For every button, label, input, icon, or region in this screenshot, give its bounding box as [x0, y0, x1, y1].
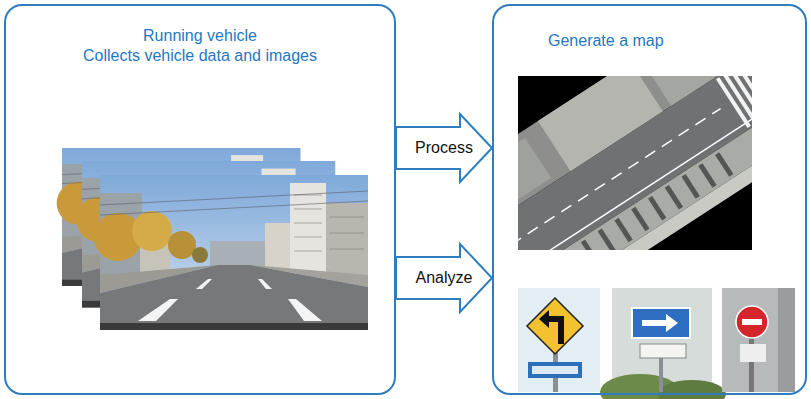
arrow-label: Analyze: [414, 268, 475, 288]
warning-sign-photo: [518, 288, 600, 392]
box-title: Generate a map: [548, 31, 664, 51]
group-box: Running vehicleCollects vehicle data and…: [4, 4, 396, 395]
block-arrow: [396, 244, 492, 312]
one-way-sign-photo: [600, 288, 726, 399]
box-title: Collects vehicle data and images: [83, 46, 317, 66]
block-arrow: [396, 114, 492, 182]
generated-map: [518, 76, 752, 250]
arrow-label: Process: [413, 138, 475, 158]
group-box: Generate a map: [492, 4, 807, 395]
box-title: Running vehicle: [143, 26, 257, 46]
camera-images: [57, 148, 368, 330]
no-entry-sign-photo: [722, 288, 795, 392]
